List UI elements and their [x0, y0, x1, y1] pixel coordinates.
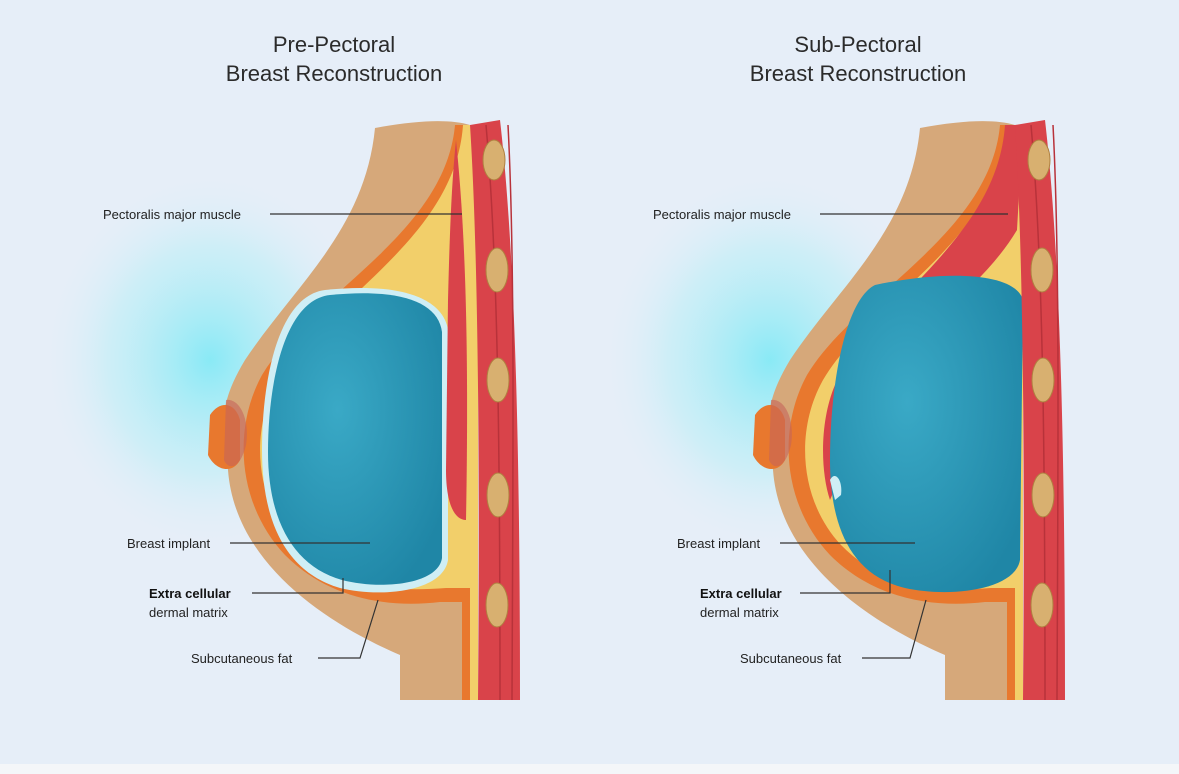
label-implant-left: Breast implant — [127, 536, 211, 551]
label-pectoralis-right: Pectoralis major muscle — [653, 207, 791, 222]
label-fat-right: Subcutaneous fat — [740, 651, 842, 666]
leader-lines — [230, 213, 1008, 659]
bottom-strip — [0, 764, 1179, 774]
title-line-1: Pre-Pectoral — [272, 32, 396, 57]
title-sub-pectoral: Sub-Pectoral Breast Reconstruction — [678, 30, 1038, 88]
title-line-1: Sub-Pectoral — [794, 32, 922, 57]
label-implant-right: Breast implant — [677, 536, 761, 551]
label-matrix-left-1: Extra cellular — [149, 586, 231, 601]
label-matrix-left-2: dermal matrix — [149, 605, 228, 620]
pre-pectoral-illustration — [208, 119, 521, 701]
label-pectoralis-left: Pectoralis major muscle — [103, 207, 241, 222]
title-line-2: Breast Reconstruction — [749, 61, 967, 86]
label-matrix-right-2: dermal matrix — [700, 605, 779, 620]
sub-pectoral-illustration — [753, 119, 1066, 701]
title-line-2: Breast Reconstruction — [225, 61, 443, 86]
title-pre-pectoral: Pre-Pectoral Breast Reconstruction — [154, 30, 514, 88]
label-matrix-right-1: Extra cellular — [700, 586, 782, 601]
label-fat-left: Subcutaneous fat — [191, 651, 293, 666]
